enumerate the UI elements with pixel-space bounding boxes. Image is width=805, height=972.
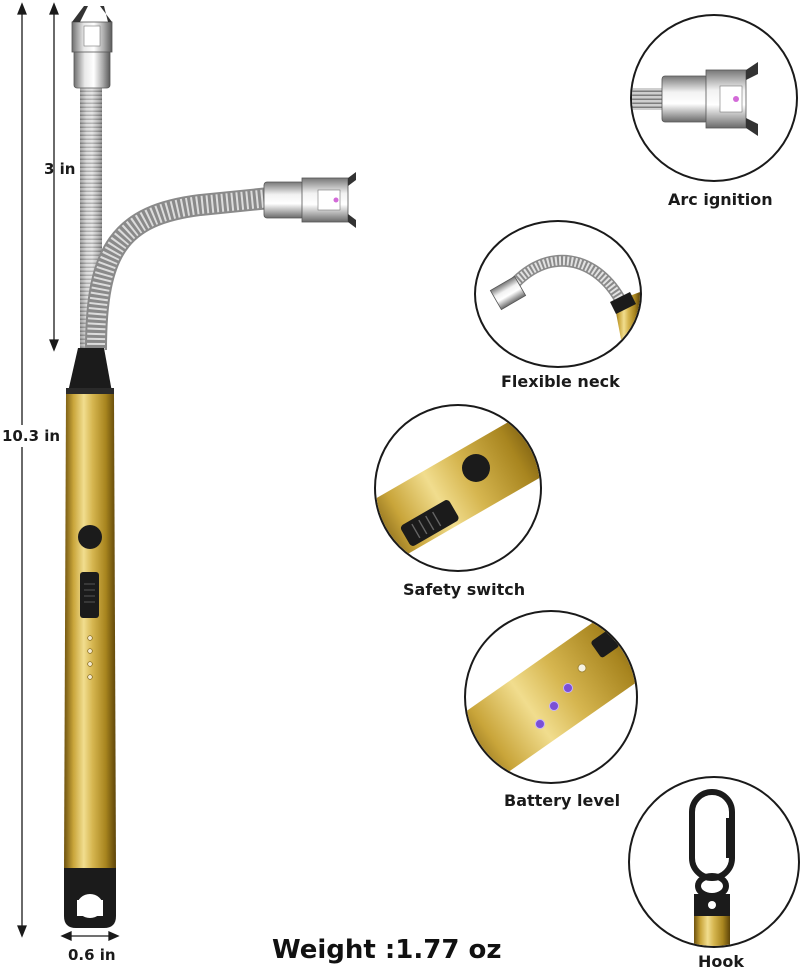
flexible-neck-closeup [474,220,642,368]
total-length-label: 10.3 in [2,425,61,447]
ignition-head-top [71,6,113,89]
lighter-illustration [17,2,356,942]
dimension-arrow-width [60,930,120,942]
weight-label: Weight :1.77 oz [272,935,502,965]
dimension-arrow-neck [49,2,59,352]
ignition-head-side [263,172,356,228]
arc-ignition-closeup [630,14,798,182]
dimension-arrow-total [17,2,27,938]
feature-label-arc-ignition: Arc ignition [668,190,773,209]
ignition-button-mark [78,525,102,549]
hook-closeup [628,776,800,948]
safety-switch-closeup [374,404,542,572]
width-label: 0.6 in [68,946,116,964]
feature-label-safety-switch: Safety switch [403,580,526,599]
feature-label-hook: Hook [698,952,745,971]
neck-length-label: 3 in [44,160,76,178]
feature-label-flexible-neck: Flexible neck [501,372,620,391]
battery-level-closeup [464,610,638,784]
feature-label-battery-level: Battery level [504,791,621,810]
